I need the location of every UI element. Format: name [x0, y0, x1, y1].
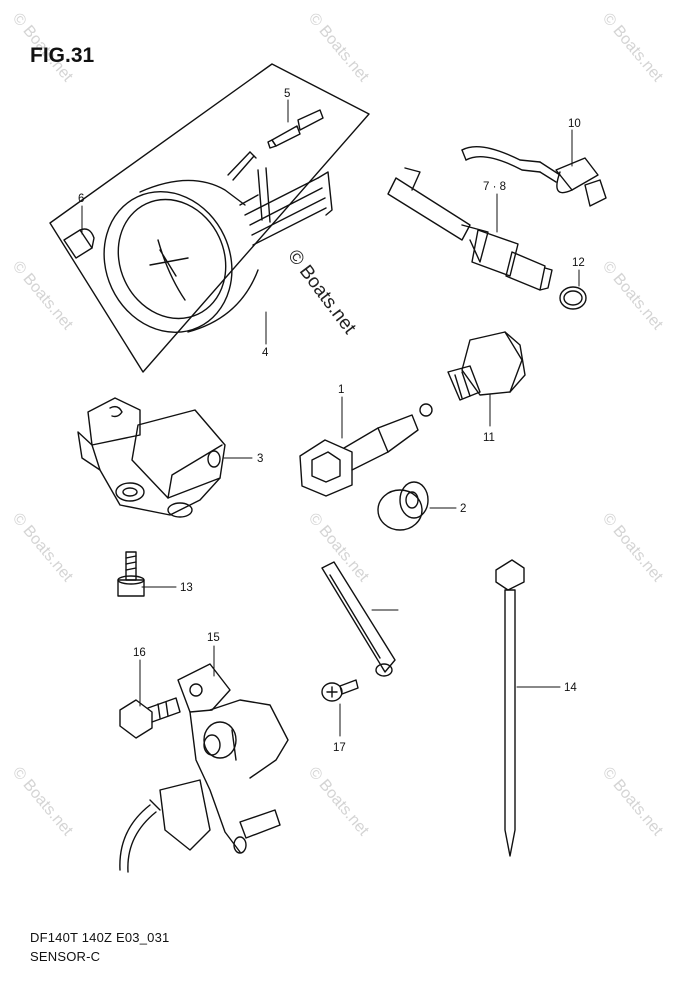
- callout-10: 11: [483, 432, 495, 444]
- figure-title: FIG.31: [30, 44, 95, 67]
- bolt-12: [117, 551, 145, 597]
- callout-6: 6: [78, 193, 84, 205]
- callout-12: 13: [180, 582, 193, 594]
- clamp-17: [321, 561, 396, 677]
- footer-name: SENSOR-C: [30, 949, 101, 964]
- callout-15: 16: [133, 647, 146, 659]
- callout-1: 1: [338, 384, 344, 396]
- screw-16: [321, 679, 359, 702]
- callout-9: 10: [568, 118, 581, 130]
- footer-code: DF140T 140Z E03_031: [30, 930, 170, 945]
- connector-1: [299, 403, 433, 497]
- sensor-7-8: [387, 167, 553, 291]
- callout-7-8: 7 · 8: [483, 181, 506, 193]
- oring-11: [559, 286, 587, 310]
- bolt-5: [267, 109, 324, 149]
- map-sensor-3: [77, 397, 226, 518]
- cable-tie-13: [495, 559, 525, 857]
- callout-4: 4: [262, 347, 269, 359]
- callout-labels: 5 6 10 7 · 8 12 4 1 11 3 2 13 15 16 14 1…: [78, 88, 585, 754]
- gauge-part: [103, 151, 333, 334]
- bolt-15: [119, 697, 181, 739]
- callout-2: 2: [460, 503, 466, 515]
- sender-9: [461, 146, 607, 207]
- callout-14: 15: [207, 632, 220, 644]
- callout-13: 14: [564, 682, 577, 694]
- throttle-sensor-14: [119, 663, 289, 873]
- callout-5: 5: [284, 88, 290, 100]
- callout-3: 3: [257, 453, 263, 465]
- callout-16: 17: [333, 742, 346, 754]
- grommet-2: [377, 481, 429, 531]
- callout-11: 12: [572, 257, 585, 269]
- gauge-frame: [49, 63, 370, 373]
- leader-lines: [81, 99, 580, 737]
- knock-sensor-10: [447, 331, 526, 401]
